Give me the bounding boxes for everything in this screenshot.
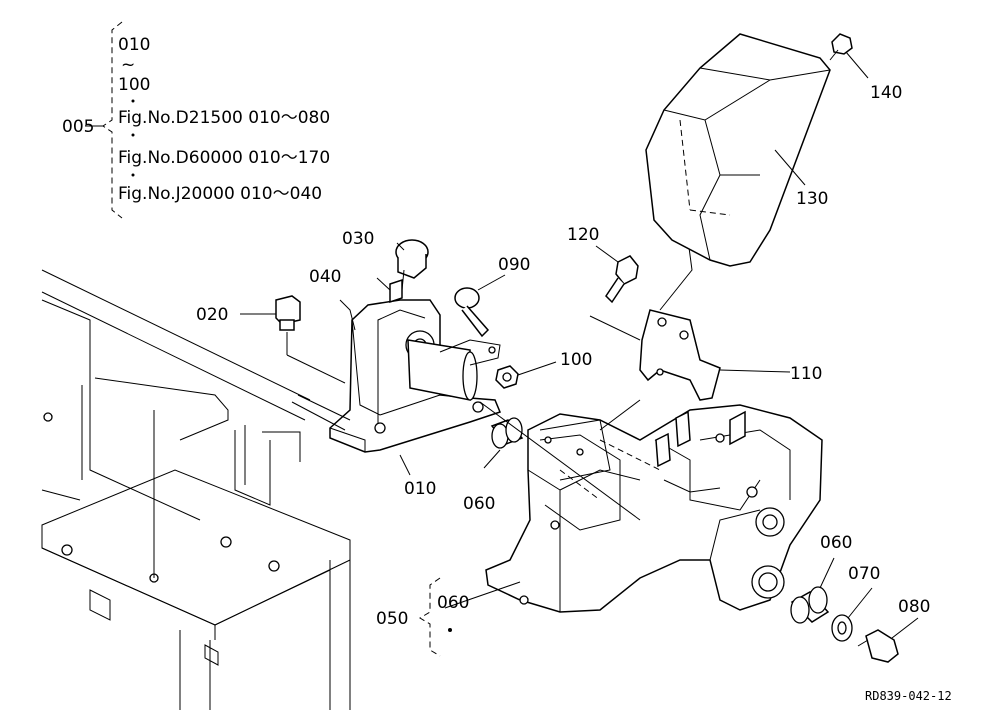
figure-reference-1: Fig.No.D21500 010～080 — [118, 108, 330, 128]
figure-reference-2: Fig.No.D60000 010～170 — [118, 148, 330, 168]
callout-140: 140 — [870, 83, 902, 103]
callout-060-lower: 060 — [820, 533, 852, 553]
sub-note-member-060: 060 — [437, 593, 469, 613]
range-tilde: ~ — [121, 55, 135, 75]
callout-110: 110 — [790, 364, 822, 384]
callout-090: 090 — [498, 255, 530, 275]
callout-labels: 010 020 030 040 060 060 070 080 090 100 … — [196, 83, 930, 617]
pad-130 — [645, 33, 831, 267]
callout-130: 130 — [796, 189, 828, 209]
nut-100 — [495, 361, 557, 389]
bolt-120 — [595, 245, 639, 304]
collar-060-lower — [790, 557, 835, 624]
assembly-note-005: 005 010 ~ 100 Fig.No.D21500 010～080 Fig.… — [62, 21, 330, 219]
cap-030 — [395, 239, 429, 291]
sub-assembly-note-050: 050 060 — [376, 577, 469, 657]
callout-060-upper: 060 — [463, 494, 495, 514]
bolt-080 — [857, 617, 919, 663]
frame-floor-panel — [41, 269, 351, 710]
screw-140 — [829, 33, 869, 79]
bolt-090 — [454, 274, 506, 338]
callout-040: 040 — [309, 267, 341, 287]
pedal-bracket-050 — [444, 399, 823, 613]
callout-030: 030 — [342, 229, 374, 249]
callout-070: 070 — [848, 564, 880, 584]
figure-reference-3: Fig.No.J20000 010～040 — [118, 184, 322, 204]
callout-010: 010 — [404, 479, 436, 499]
range-start: 010 — [118, 35, 150, 55]
callout-100: 100 — [560, 350, 592, 370]
bracket-010 — [291, 299, 502, 453]
range-end: 100 — [118, 75, 150, 95]
callout-080: 080 — [898, 597, 930, 617]
callout-020: 020 — [196, 305, 228, 325]
callout-050: 050 — [376, 609, 408, 629]
bolt-020 — [240, 295, 346, 384]
drawing-code: RD839-042-12 — [865, 689, 952, 703]
washer-070 — [831, 587, 873, 642]
callout-120: 120 — [567, 225, 599, 245]
collar-060-upper — [483, 417, 524, 469]
callout-005: 005 — [62, 117, 94, 137]
stop-040 — [376, 277, 403, 304]
bracket-110 — [589, 239, 791, 401]
